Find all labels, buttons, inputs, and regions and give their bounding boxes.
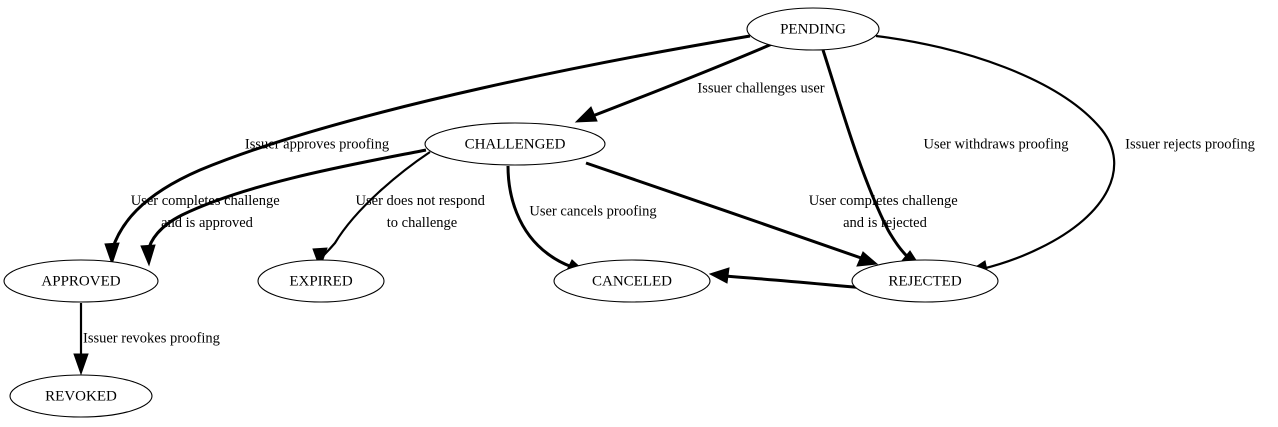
node-challenged-shape	[424, 122, 606, 166]
edge-challenged-approved-path	[146, 148, 427, 253]
node-revoked[interactable]: REVOKED	[9, 374, 153, 418]
edge-label-pending-canceled: User withdraws proofing	[924, 136, 1069, 152]
edge-challenged-expired-path	[321, 151, 431, 258]
edge-pending-rejected-path	[821, 49, 911, 261]
edge-pending-challenged[interactable]	[574, 42, 773, 123]
edge-approved-revoked[interactable]	[73, 303, 89, 376]
node-rejected[interactable]: REJECTED	[851, 259, 999, 303]
node-canceled-label: CANCELED	[592, 273, 672, 289]
node-expired-label: EXPIRED	[289, 273, 353, 289]
node-expired-shape	[257, 259, 385, 303]
edge-label-challenged-expired: User does not respond to challenge	[356, 193, 489, 231]
edge-user-withdraws-to-canceled-arrowhead	[708, 267, 730, 284]
node-rejected-label: REJECTED	[888, 273, 961, 289]
edge-pending-approved-arrowhead	[104, 242, 120, 266]
node-canceled[interactable]: CANCELED	[553, 259, 711, 303]
node-challenged-label: CHALLENGED	[465, 136, 566, 152]
edge-label-challenged-expired-line2: to challenge	[387, 215, 457, 231]
edge-challenged-expired-arrowhead	[312, 247, 328, 270]
edge-label-challenged-canceled: User cancels proofing	[529, 203, 656, 219]
edge-label-challenged-rejected-line1: User completes challenge	[809, 193, 958, 209]
edge-pending-rejected[interactable]	[821, 49, 923, 269]
node-pending-shape	[746, 7, 880, 51]
node-pending-label: PENDING	[780, 21, 846, 37]
edge-labels-layer: Issuer approves proofing Issuer challeng…	[83, 80, 1255, 346]
edge-approved-revoked-arrowhead	[73, 353, 89, 376]
edge-label-challenged-rejected: User completes challenge and is rejected	[809, 193, 962, 231]
edge-pending-rejected-right[interactable]	[875, 34, 1116, 276]
node-expired[interactable]: EXPIRED	[257, 259, 385, 303]
edge-label-challenged-approved-line1: User completes challenge	[131, 193, 280, 209]
edge-challenged-rejected-arrowhead	[856, 251, 879, 267]
edge-label-pending-challenged: Issuer challenges user	[697, 80, 824, 96]
edge-label-challenged-approved-line2: and is approved	[161, 215, 254, 231]
edge-challenged-expired[interactable]	[312, 151, 431, 270]
edge-pending-rejected-right-path	[875, 34, 1116, 271]
edge-label-pending-approved: Issuer approves proofing	[245, 136, 389, 152]
edge-challenged-approved[interactable]	[140, 148, 427, 267]
edge-pending-approved-path	[110, 34, 751, 251]
edge-challenged-rejected-path	[585, 161, 865, 261]
node-approved-label: APPROVED	[41, 273, 120, 289]
edge-label-challenged-approved: User completes challenge and is approved	[131, 193, 284, 231]
edge-pending-challenged-path	[589, 42, 773, 119]
edge-label-pending-rejected: Issuer rejects proofing	[1125, 136, 1255, 152]
edge-challenged-canceled[interactable]	[506, 165, 587, 275]
edge-pending-challenged-arrowhead	[574, 106, 598, 123]
edge-pending-approved[interactable]	[104, 34, 751, 266]
node-approved[interactable]: APPROVED	[3, 259, 159, 303]
nodes-layer: PENDING CHALLENGED APPROVED EXPIRED CANC…	[3, 7, 999, 418]
edge-label-challenged-expired-line1: User does not respond	[356, 193, 486, 209]
node-revoked-label: REVOKED	[45, 388, 117, 404]
node-approved-shape	[3, 259, 159, 303]
node-revoked-shape	[9, 374, 153, 418]
edge-challenged-approved-arrowhead	[140, 244, 156, 267]
edge-challenged-rejected[interactable]	[585, 161, 879, 267]
node-pending[interactable]: PENDING	[746, 7, 880, 51]
edge-label-challenged-rejected-line2: and is rejected	[843, 215, 927, 231]
node-rejected-shape	[851, 259, 999, 303]
node-canceled-shape	[553, 259, 711, 303]
edge-challenged-canceled-path	[506, 165, 573, 269]
edge-label-approved-revoked: Issuer revokes proofing	[83, 330, 220, 346]
node-challenged[interactable]: CHALLENGED	[424, 122, 606, 166]
